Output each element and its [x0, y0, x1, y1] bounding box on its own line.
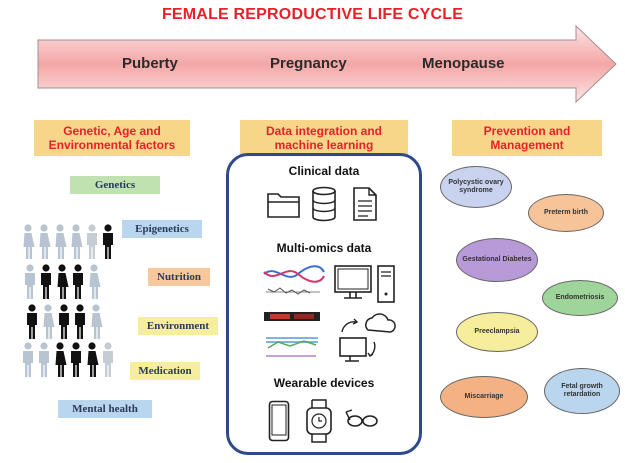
folder-icon [267, 193, 300, 218]
factor-mental-health: Mental health [58, 400, 152, 418]
smartphone-icon [268, 400, 290, 442]
data-integration-box [226, 153, 422, 455]
document-icon [353, 187, 377, 221]
condition-pcos: Polycystic ovary syndrome [440, 166, 512, 208]
factor-medication: Medication [130, 362, 200, 380]
condition-endometriosis: Endometriosis [542, 280, 618, 316]
factor-nutrition: Nutrition [148, 268, 210, 286]
computer-icon [334, 265, 395, 303]
cloud-sync-icon [339, 313, 396, 362]
header-genetic-factors: Genetic, Age and Environmental factors [34, 120, 190, 156]
section-multi-omics-data: Multi-omics data [276, 241, 372, 255]
people-icon [23, 224, 113, 377]
condition-preterm-birth: Preterm birth [528, 194, 604, 232]
section-wearable-devices: Wearable devices [273, 376, 375, 390]
header-prevention: Prevention and Management [452, 120, 602, 156]
condition-gestational-diabetes: Gestational Diabetes [456, 238, 538, 282]
condition-preeclampsia: Preeclampsia [456, 312, 538, 352]
condition-fetal-growth-retardation: Fetal growth retardation [544, 368, 620, 414]
stage-menopause: Menopause [422, 55, 505, 72]
factor-epigenetics: Epigenetics [122, 220, 202, 238]
smartwatch-icon [306, 399, 332, 443]
stage-puberty: Puberty [122, 55, 178, 72]
factor-genetics: Genetics [70, 176, 160, 194]
dna-icon [263, 265, 325, 357]
factor-environment: Environment [138, 317, 218, 335]
stage-pregnancy: Pregnancy [270, 55, 347, 72]
header-data-integration: Data integration and machine learning [240, 120, 408, 156]
section-clinical-data: Clinical data [288, 164, 360, 178]
database-icon [312, 186, 336, 222]
smart-glasses-icon [345, 409, 378, 427]
diagram-title: FEMALE REPRODUCTIVE LIFE CYCLE [161, 6, 464, 23]
condition-miscarriage: Miscarriage [440, 376, 528, 418]
life-cycle-arrow [37, 24, 617, 104]
